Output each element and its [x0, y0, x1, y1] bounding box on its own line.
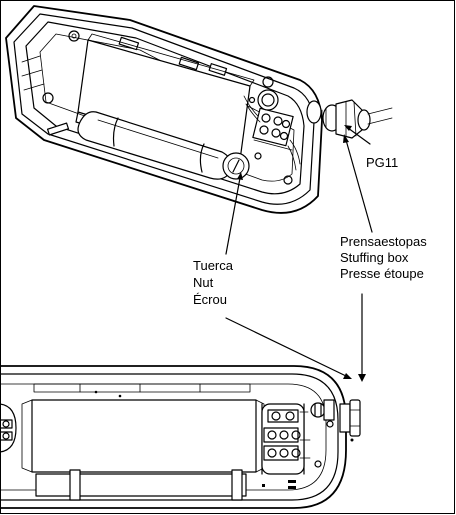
- cable-entry-knockout: [257, 89, 279, 111]
- plan-screw: [314, 460, 322, 468]
- gland-leader-up: [345, 139, 373, 233]
- stuffing-box-callout: Prensaestopas Stuffing box Presse étoupe: [340, 234, 427, 281]
- plan-rail-tick: [79, 383, 201, 393]
- housing-entry-hole: [306, 100, 322, 124]
- terminal-block: [252, 107, 294, 151]
- nut-leader-down-arrow: [343, 373, 352, 379]
- gland-leader-down-arrow: [358, 374, 366, 382]
- housing-inner-rim: [25, 21, 305, 195]
- plan-inner-outline: [0, 373, 339, 501]
- plan-screw: [326, 420, 334, 428]
- screw: [254, 152, 262, 160]
- gland-label-es: Prensaestopas: [340, 234, 427, 249]
- housing-outer-shell: [5, 5, 323, 214]
- nut-label-es: Tuerca: [193, 258, 234, 273]
- housing-stud: [262, 76, 274, 88]
- pg11-leader: [347, 127, 371, 145]
- lamp-holder-slot: [232, 159, 240, 173]
- plan-floor-outline: [0, 383, 327, 491]
- cable-stub: [367, 107, 393, 125]
- plan-lamp-clip: [231, 469, 243, 501]
- housing-perspective-view: [5, 5, 323, 214]
- plan-dot: [94, 390, 98, 394]
- gland-thread: [321, 107, 327, 129]
- nut-leader-up-arrow: [237, 172, 243, 180]
- gland-label-fr: Presse étoupe: [340, 266, 424, 281]
- plan-right-terminal: [261, 403, 311, 475]
- plan-outer-outline: [0, 365, 347, 509]
- wire: [287, 145, 297, 171]
- pg11-label: PG11: [366, 155, 398, 170]
- wire: [243, 95, 259, 117]
- nut-leader-down: [225, 317, 347, 377]
- plan-marker: [288, 486, 296, 489]
- plan-marker: [262, 484, 265, 487]
- housing-rib: [21, 55, 45, 91]
- gland-label-en: Stuffing box: [340, 250, 409, 265]
- housing-stud: [71, 33, 77, 39]
- plan-dot: [118, 394, 122, 398]
- leader-lines: [225, 125, 373, 382]
- housing-stud: [283, 175, 293, 185]
- nut-leader-up: [225, 177, 241, 255]
- lamp-tube-band: [112, 117, 205, 173]
- plan-gland-port: [323, 399, 335, 421]
- housing-shell-depth: [13, 13, 315, 205]
- stuffing-box-installed: [339, 399, 361, 442]
- pg11-leader-arrow: [344, 125, 352, 131]
- housing-clip: [118, 36, 140, 51]
- plan-top-rail: [33, 383, 251, 393]
- stuffing-box-exploded: [321, 99, 393, 139]
- plan-left-terminal: [0, 403, 17, 453]
- cable-entry-knockout-inner: [261, 93, 275, 107]
- nut-callout: Tuerca Nut Écrou: [193, 258, 234, 307]
- lamp-tube-highlight: [97, 119, 219, 159]
- gland-leader-up-arrow: [343, 134, 349, 143]
- plan-lamp-bar: [35, 473, 247, 497]
- gland-dome: [357, 109, 371, 131]
- gland-hex-edge: [345, 101, 357, 137]
- housing-stud: [68, 30, 80, 42]
- wire: [289, 139, 301, 165]
- plan-fixing-hole-slot: [314, 403, 322, 417]
- plan-lamp-clip: [69, 469, 81, 501]
- wire: [245, 103, 261, 123]
- housing-stud: [42, 92, 54, 104]
- gear-tray-flange: [87, 33, 255, 87]
- plan-gear-tray: [31, 399, 257, 473]
- nut-label-en: Nut: [193, 275, 214, 290]
- nut-label-fr: Écrou: [193, 292, 227, 307]
- plan-marker: [288, 480, 296, 483]
- housing-clip: [46, 122, 70, 136]
- housing-plan-view: [0, 365, 361, 509]
- screw: [248, 96, 256, 104]
- lamp-holder-inner: [227, 157, 245, 175]
- plan-fixing-hole: [310, 402, 326, 418]
